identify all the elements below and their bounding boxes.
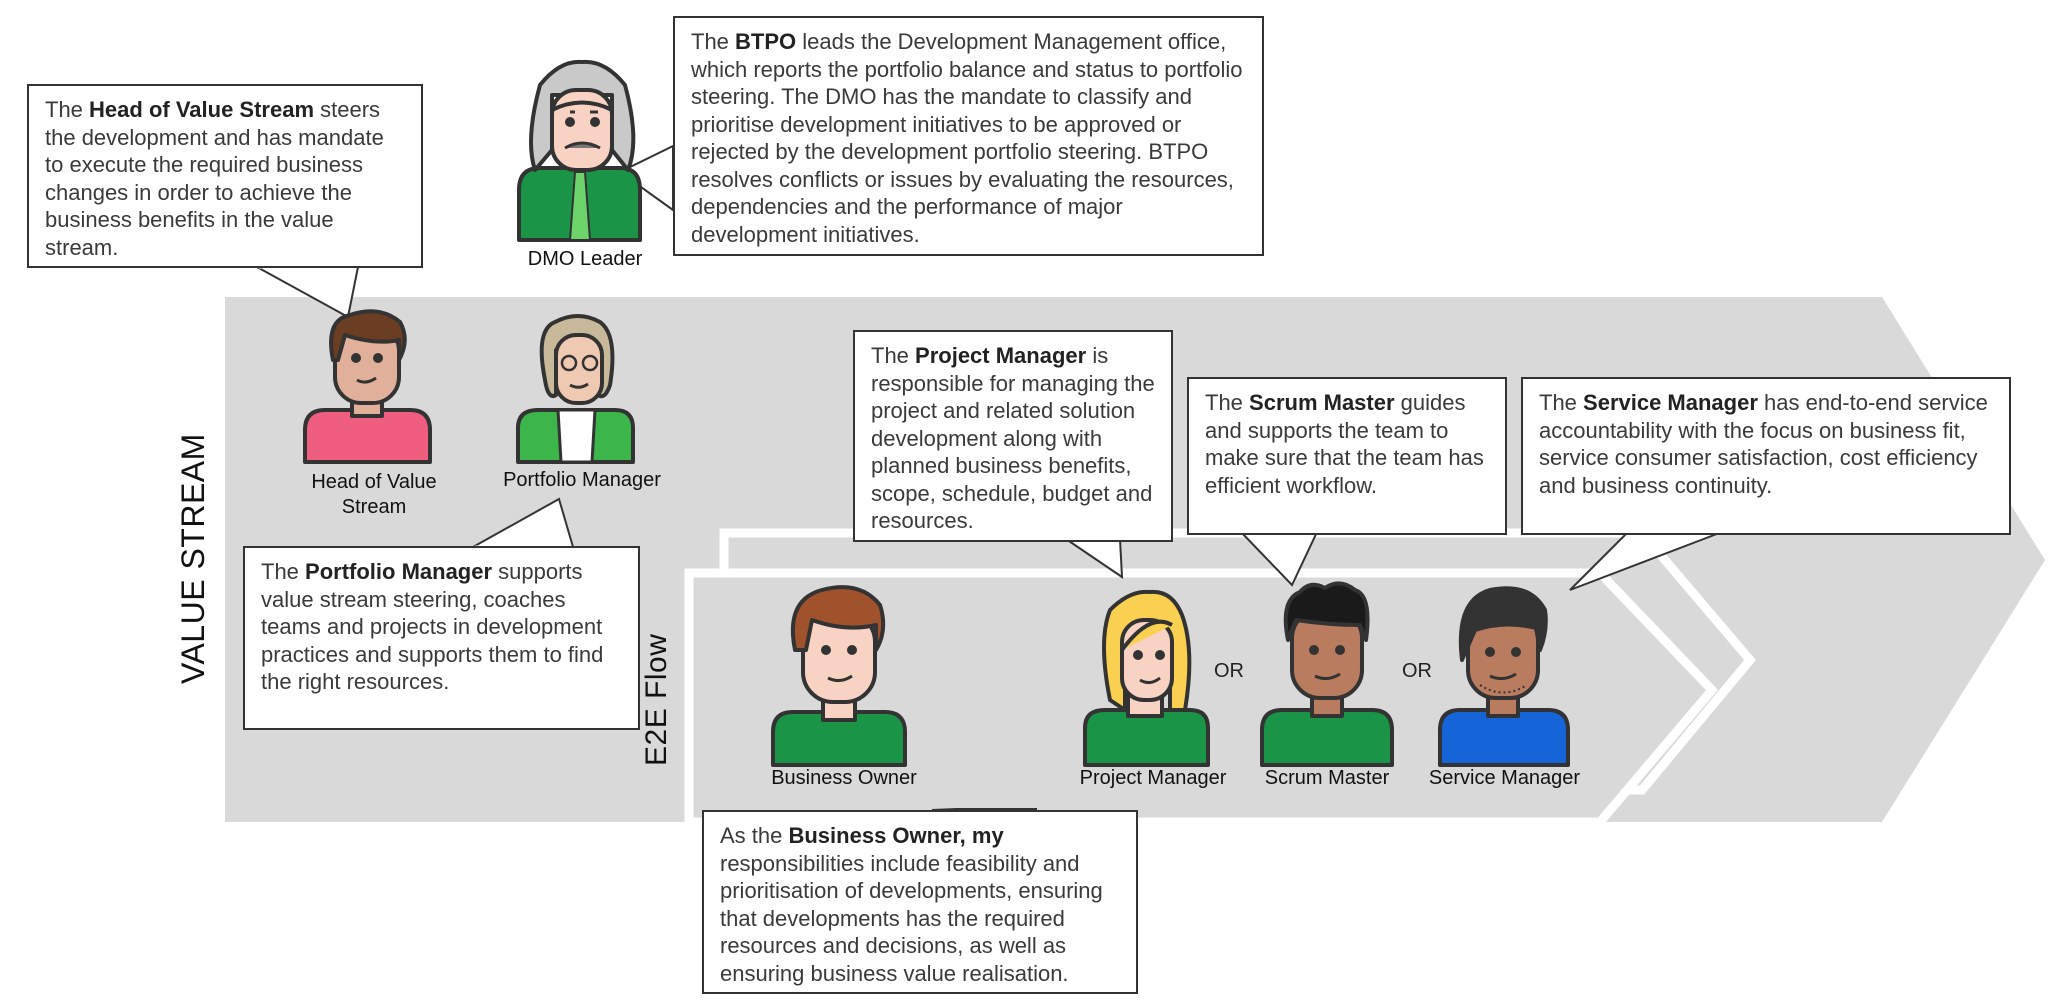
hvs-callout-bold: Head of Value Stream (89, 97, 315, 122)
pm-callout-pre: The (261, 559, 306, 584)
project-manager-caption: Project Manager (1079, 767, 1227, 789)
btpo-callout: The BTPO leads the Development Managemen… (673, 16, 1264, 256)
sm-callout-pre: The (1205, 390, 1250, 415)
bo-callout-pointer (931, 808, 1038, 811)
scrum-master-callout: The Scrum Master guides and supports the… (1187, 377, 1507, 535)
bo-callout-text: responsibilities include feasibility and… (720, 850, 1103, 986)
portfolio-manager-figure (516, 314, 635, 464)
e2e-flow-label: E2E Flow (640, 633, 673, 766)
btpo-callout-bold: BTPO (735, 29, 797, 54)
dmo-leader-caption: DMO Leader (527, 248, 643, 270)
scrum-master-figure (1260, 581, 1394, 767)
hvs-callout-pre: The (45, 97, 90, 122)
svm-callout-text: has end-to-end service accountability wi… (1539, 390, 1988, 498)
service-manager-callout: The Service Manager has end-to-end servi… (1521, 377, 2011, 535)
scrum-master-caption: Scrum Master (1264, 767, 1390, 789)
pm-callout-text: supports value stream steering, coaches … (261, 559, 604, 694)
head-of-value-stream-caption: Head of Value Stream (311, 471, 437, 518)
business-owner-caption: Business Owner (771, 767, 917, 789)
service-manager-figure (1438, 586, 1570, 767)
btpo-callout-pre: The (691, 29, 736, 54)
prjm-callout-bold: Project Manager (915, 343, 1087, 368)
bo-callout-bold: Business Owner, my (788, 823, 1004, 848)
sm-callout-text: guides and supports the team to make sur… (1205, 390, 1484, 498)
svm-callout-bold: Service Manager (1583, 390, 1758, 415)
prjm-callout-pre: The (871, 343, 916, 368)
dmo-leader-figure (517, 59, 642, 242)
business-owner-figure (771, 585, 907, 767)
btpo-callout-text: leads the Development Management office,… (691, 29, 1243, 247)
or-label-1: OR (1214, 660, 1244, 682)
value-stream-label: VALUE STREAM (175, 433, 211, 684)
head-of-value-stream-callout: The Head of Value Stream steers the deve… (27, 84, 423, 268)
bo-callout-pre: As the (720, 823, 789, 848)
prjm-callout-text: is responsible for managing the project … (871, 343, 1155, 533)
head-of-value-stream-figure (303, 309, 432, 464)
pm-callout-bold: Portfolio Manager (305, 559, 493, 584)
or-label-2: OR (1402, 660, 1432, 682)
business-owner-callout: As the Business Owner, my responsibiliti… (702, 810, 1138, 994)
hvs-callout-text: steers the development and has mandate t… (45, 97, 384, 260)
sm-callout-bold: Scrum Master (1249, 390, 1395, 415)
svm-callout-pre: The (1539, 390, 1584, 415)
portfolio-manager-caption: Portfolio Manager (503, 469, 661, 491)
portfolio-manager-callout: The Portfolio Manager supports value str… (243, 546, 640, 730)
project-manager-callout: The Project Manager is responsible for m… (853, 330, 1173, 542)
service-manager-caption: Service Manager (1428, 767, 1581, 789)
project-manager-figure (1083, 589, 1210, 767)
